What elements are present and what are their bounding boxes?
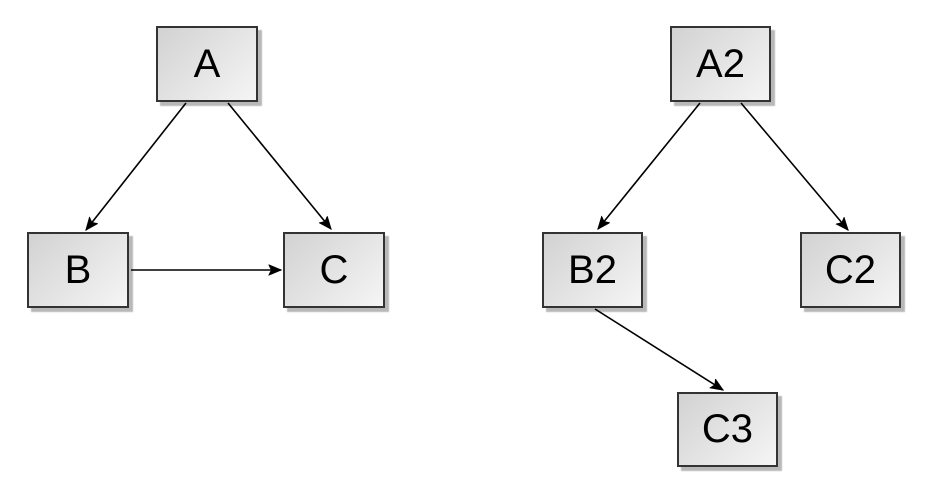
edge-A-B <box>86 102 187 230</box>
edge-A-C <box>227 102 331 229</box>
edge-B2-C3 <box>594 308 723 390</box>
node-label-B: B <box>64 247 92 292</box>
node-label-C2: C2 <box>824 247 877 292</box>
node-A[interactable]: A <box>156 26 258 102</box>
edge-A2-B2 <box>598 102 701 229</box>
node-C3[interactable]: C3 <box>677 392 778 467</box>
edge-A2-C2 <box>740 102 848 230</box>
node-label-A2: A2 <box>696 41 745 86</box>
node-B[interactable]: B <box>27 232 129 308</box>
node-B2[interactable]: B2 <box>542 232 643 308</box>
node-label-A: A <box>193 41 221 86</box>
node-C2[interactable]: C2 <box>800 232 901 308</box>
node-label-C: C <box>319 247 349 292</box>
edge-group <box>86 102 848 390</box>
node-C[interactable]: C <box>283 232 385 308</box>
node-label-B2: B2 <box>568 247 617 292</box>
node-A2[interactable]: A2 <box>670 26 771 102</box>
node-label-C3: C3 <box>701 407 754 451</box>
